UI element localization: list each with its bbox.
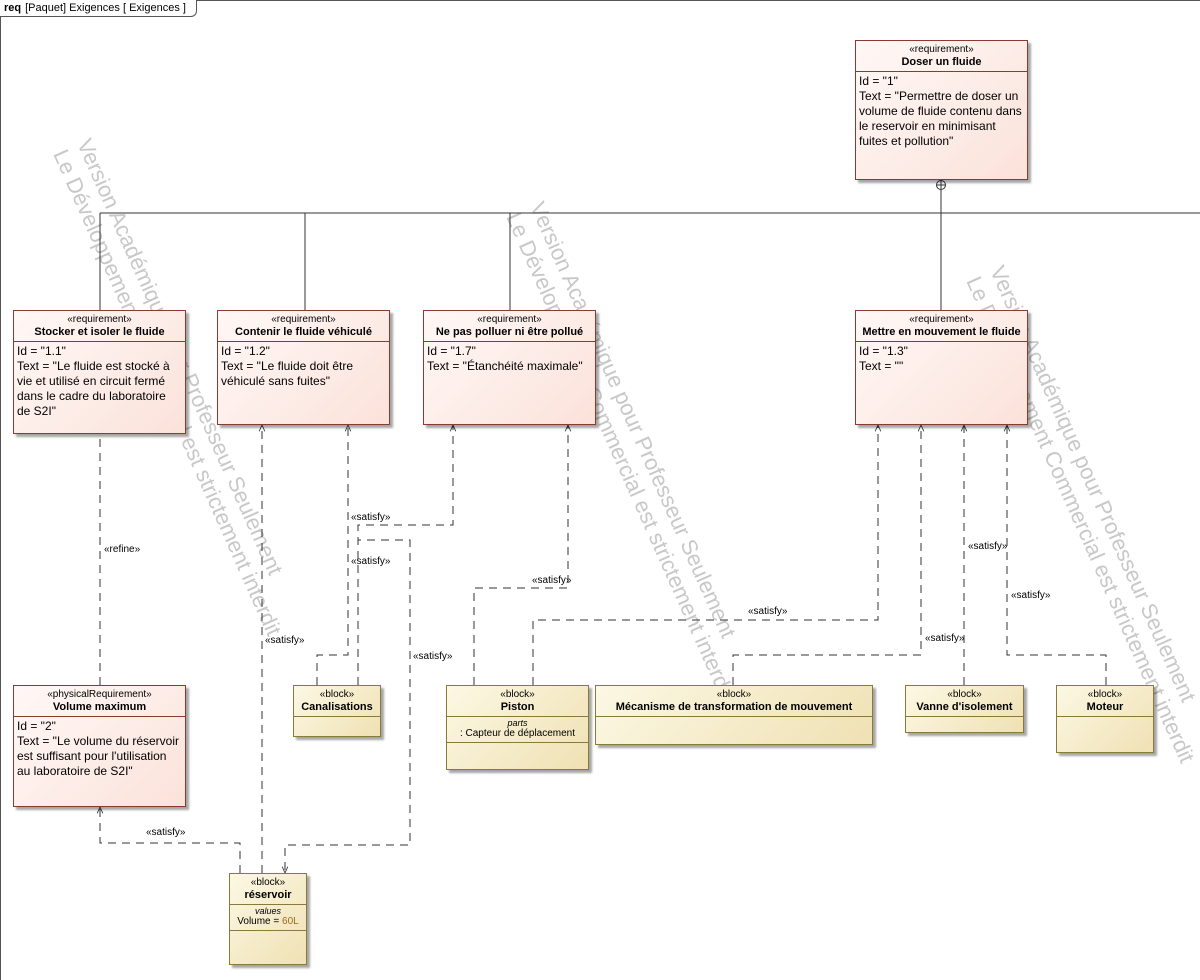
block-name: Piston <box>500 701 535 713</box>
refine-label: «refine» <box>104 544 141 555</box>
satisfy-relation <box>100 807 241 873</box>
satisfy-label: «satisfy» <box>413 651 453 662</box>
satisfy-label: «satisfy» <box>351 512 391 523</box>
satisfy-label: «satisfy» <box>968 541 1008 552</box>
satisfy-label: «satisfy» <box>925 633 965 644</box>
requirement-id: Id = "1.3" <box>859 344 908 358</box>
requirement-volume-maximum[interactable]: «physicalRequirement»Volume maximum Id =… <box>13 685 186 807</box>
block-name: réservoir <box>244 889 292 901</box>
satisfy-label: «satisfy» <box>265 635 305 646</box>
block-piston[interactable]: «block»Piston parts: Capteur de déplacem… <box>446 685 589 770</box>
requirement-text: Text = "Permettre de doser un volume de … <box>859 89 1022 148</box>
requirement-mettre-en-mouvement[interactable]: «requirement»Mettre en mouvement le flui… <box>855 310 1028 425</box>
satisfy-label: «satisfy» <box>748 606 788 617</box>
block-mecanisme-transformation[interactable]: «block»Mécanisme de transformation de mo… <box>595 685 873 745</box>
requirement-name: Stocker et isoler le fluide <box>34 326 165 338</box>
requirement-name: Contenir le fluide véhiculé <box>235 326 372 338</box>
requirement-doser-un-fluide[interactable]: «requirement»Doser un fluide Id = "1"Tex… <box>855 40 1028 180</box>
stereotype-label: «requirement» <box>909 44 974 55</box>
part-item: : Capteur de déplacement <box>459 728 576 739</box>
satisfy-relation <box>285 539 411 873</box>
satisfy-relation <box>532 425 878 685</box>
frame-title-text: [Paquet] Exigences [ Exigences ] <box>25 2 186 14</box>
requirement-name: Mettre en mouvement le fluide <box>862 326 1021 338</box>
requirement-name: Ne pas polluer ni être pollué <box>435 326 584 338</box>
value-name: Volume = <box>237 916 283 927</box>
stereotype-label: «physicalRequirement» <box>47 689 152 700</box>
requirement-id: Id = "1" <box>859 74 898 88</box>
block-name: Vanne d'isolement <box>916 701 1013 713</box>
requirement-id: Id = "1.1" <box>17 344 66 358</box>
diagram-frame-title: req[Paquet] Exigences [ Exigences ] <box>0 0 197 17</box>
stereotype-label: «block» <box>716 689 752 700</box>
satisfy-label: «satisfy» <box>1011 590 1051 601</box>
block-name: Mécanisme de transformation de mouvement <box>615 701 853 713</box>
requirement-id: Id = "1.7" <box>427 344 476 358</box>
requirement-text: Text = "Le fluide doit être véhiculé san… <box>221 359 354 388</box>
requirement-contenir-fluide[interactable]: «requirement»Contenir le fluide véhiculé… <box>217 310 390 425</box>
satisfy-label: «satisfy» <box>146 827 186 838</box>
requirement-text: Text = "Étanchéité maximale" <box>427 359 583 373</box>
stereotype-label: «requirement» <box>271 314 336 325</box>
requirement-text: Text = "Le volume du réservoir est suffi… <box>17 734 179 778</box>
satisfy-label: «satisfy» <box>532 575 572 586</box>
block-name: Moteur <box>1086 701 1124 713</box>
stereotype-label: «block» <box>319 689 355 700</box>
requirement-ne-pas-polluer[interactable]: «requirement»Ne pas polluer ni être poll… <box>423 310 596 425</box>
frame-type-keyword: req <box>4 2 22 14</box>
requirement-name: Volume maximum <box>52 701 147 713</box>
block-vanne-isolement[interactable]: «block»Vanne d'isolement <box>905 685 1024 733</box>
satisfy-relation <box>316 425 348 685</box>
compartment-label: parts <box>507 718 528 728</box>
block-moteur[interactable]: «block»Moteur <box>1056 685 1154 753</box>
block-canalisations[interactable]: «block»Canalisations <box>293 685 381 737</box>
satisfy-relation <box>732 425 921 685</box>
requirement-name: Doser un fluide <box>901 56 982 68</box>
requirement-text: Text = "Le fluide est stocké à vie et ut… <box>17 359 170 418</box>
requirement-stocker-isoler[interactable]: «requirement»Stocker et isoler le fluide… <box>13 310 186 434</box>
satisfy-label: «satisfy» <box>351 556 391 567</box>
stereotype-label: «requirement» <box>67 314 132 325</box>
value-default: 60L <box>282 916 299 927</box>
requirement-text: Text = "" <box>859 359 904 373</box>
containment-tree <box>99 180 1200 310</box>
stereotype-label: «block» <box>947 689 982 700</box>
stereotype-label: «requirement» <box>909 314 974 325</box>
stereotype-label: «block» <box>1087 689 1123 700</box>
stereotype-label: «block» <box>250 877 286 888</box>
satisfy-relation <box>357 425 453 685</box>
stereotype-label: «requirement» <box>477 314 542 325</box>
stereotype-label: «block» <box>500 689 535 700</box>
satisfy-relation <box>473 425 568 685</box>
compartment-label: values <box>254 906 281 916</box>
requirement-id: Id = "2" <box>17 719 56 733</box>
satisfy-relation <box>1007 425 1107 685</box>
block-name: Canalisations <box>301 701 373 713</box>
requirement-id: Id = "1.2" <box>221 344 270 358</box>
